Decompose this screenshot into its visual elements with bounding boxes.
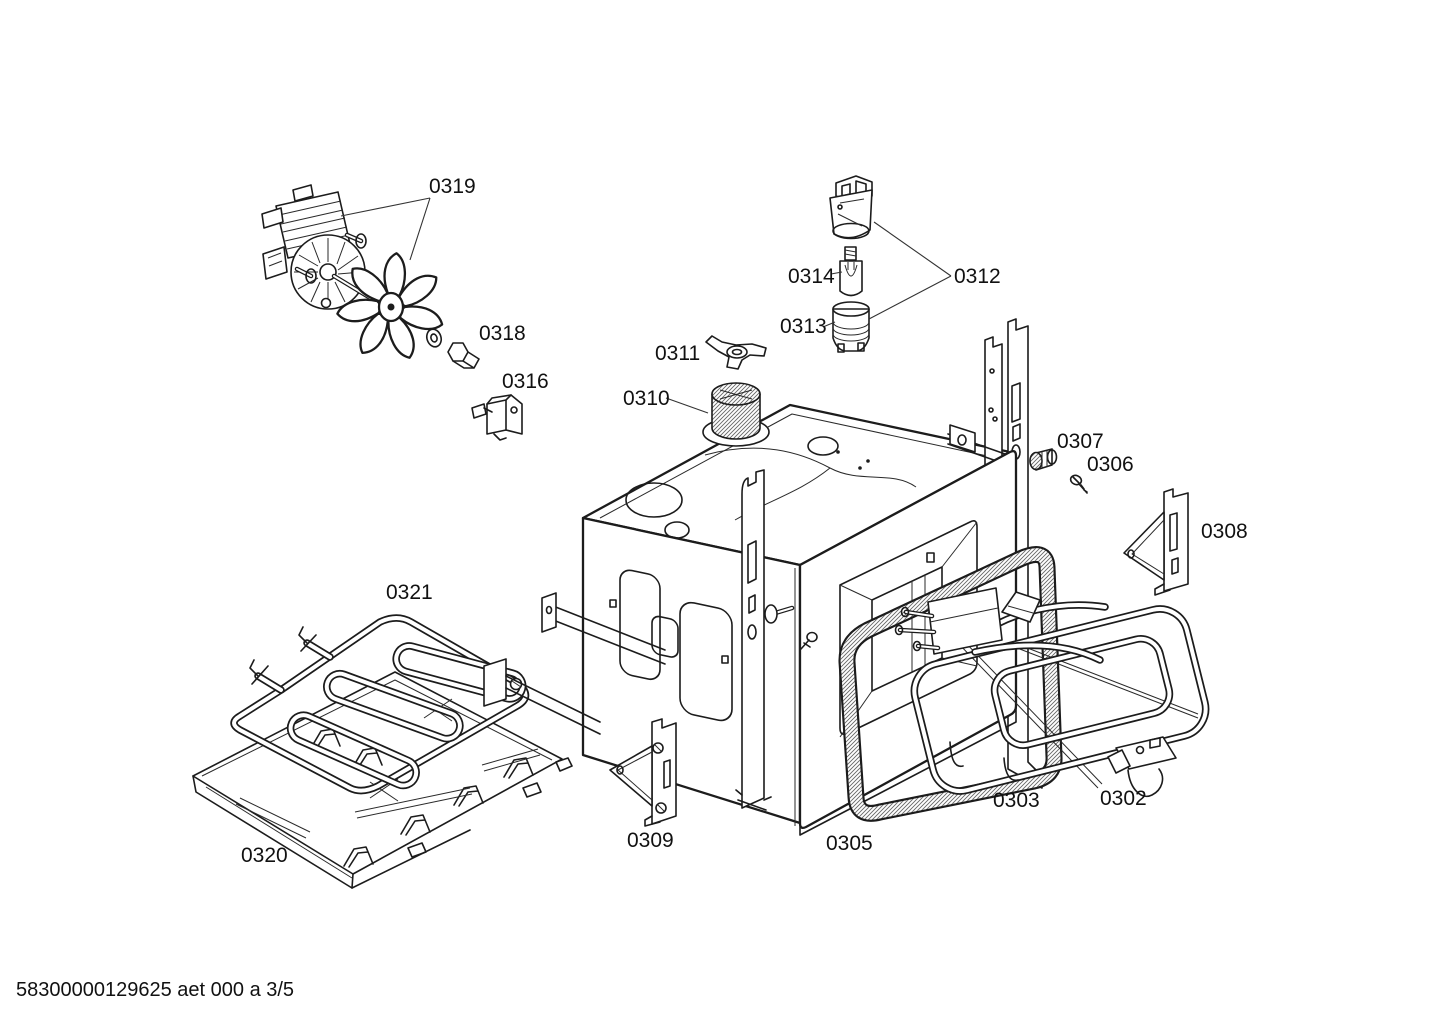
part-label-0321: 0321 (386, 581, 433, 604)
part-label-0313: 0313 (780, 315, 827, 338)
part-0314-bulb (839, 246, 863, 297)
part-labels: 0319 0318 0316 0311 0310 0314 0312 0313 … (241, 175, 1248, 867)
part-0310-lamp-well (702, 382, 770, 447)
part-label-0308: 0308 (1201, 520, 1248, 543)
grill-terminal-block (894, 587, 1041, 655)
part-0308-mounting-bracket-right (1123, 488, 1189, 596)
frame-screw (800, 631, 818, 650)
part-label-0309: 0309 (627, 829, 674, 852)
part-0306-screw (1069, 474, 1088, 494)
part-0316-temperature-limiter (471, 394, 523, 441)
leader-lines (340, 197, 952, 414)
part-label-0306: 0306 (1087, 453, 1134, 476)
part-0313-lamp-glass-cover (832, 301, 870, 353)
part-0312-lamp-socket (829, 175, 873, 240)
part-0303-grill-heating-element (894, 587, 1210, 795)
part-0307-spacer-nut (1029, 448, 1058, 471)
document-footer: 58300000129625 aet 000 a 3/5 (16, 979, 294, 1001)
part-0305-door-gasket (838, 546, 1063, 822)
part-0319-fan-motor (261, 184, 480, 369)
left-shelf-rail-upper (541, 592, 666, 665)
part-label-0320: 0320 (241, 844, 288, 867)
part-label-0303: 0303 (993, 789, 1040, 812)
part-label-0307: 0307 (1057, 430, 1104, 453)
part-0321-lower-heating-element (230, 614, 530, 795)
part-label-0318: 0318 (479, 322, 526, 345)
part-label-0314: 0314 (788, 265, 835, 288)
part-0302-fixing-clip (1107, 736, 1177, 797)
part-label-0310: 0310 (623, 387, 670, 410)
part-label-0312: 0312 (954, 265, 1001, 288)
part-0309-mounting-bracket-left (609, 718, 677, 827)
part-label-0305: 0305 (826, 832, 873, 855)
part-label-0311: 0311 (655, 342, 700, 365)
left-shelf-rail-lower (483, 658, 601, 735)
element-terminals (249, 626, 334, 694)
front-left-pillar (735, 469, 772, 811)
part-0311-lamp-clamp (705, 335, 767, 370)
part-label-0316: 0316 (502, 370, 549, 393)
cavity-front-frame (735, 449, 1018, 836)
part-label-0319: 0319 (429, 175, 476, 198)
fan-impeller (335, 250, 447, 363)
part-0318-washer-nut (425, 328, 480, 369)
cavity-left-panel (581, 516, 802, 825)
part-label-0302: 0302 (1100, 787, 1147, 810)
